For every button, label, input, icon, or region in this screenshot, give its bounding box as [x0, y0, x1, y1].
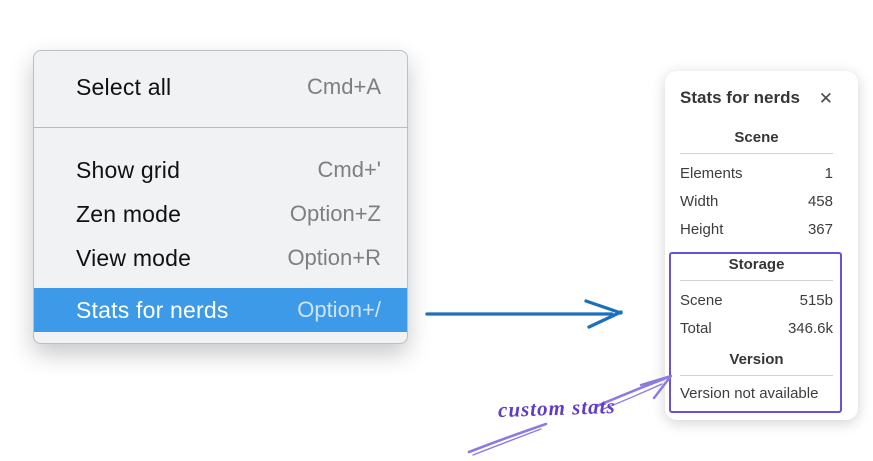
- menu-item-label: Stats for nerds: [76, 296, 229, 323]
- menu-item-select-all[interactable]: Select all Cmd+A: [34, 65, 407, 109]
- menu-item-stats-for-nerds[interactable]: Stats for nerds Option+/: [34, 288, 407, 332]
- menu-item-shortcut: Cmd+A: [307, 74, 381, 99]
- annotation-arrow-tail: [467, 422, 548, 456]
- stat-label: Width: [680, 193, 719, 210]
- connector-arrow: [425, 299, 623, 329]
- menu-item-zen-mode[interactable]: Zen mode Option+Z: [34, 192, 407, 236]
- menu-divider: [34, 127, 407, 128]
- stat-row-total-size: Total 346.6k: [680, 315, 833, 343]
- stat-value: 515b: [799, 292, 833, 309]
- stat-label: Elements: [680, 165, 743, 182]
- menu-item-shortcut: Cmd+': [317, 157, 382, 182]
- menu-group: Show grid Cmd+' Zen mode Option+Z View m…: [34, 128, 407, 332]
- menu-item-shortcut: Option+/: [297, 297, 381, 322]
- stat-label: Height: [680, 221, 724, 238]
- section-heading-version: Version: [680, 351, 833, 376]
- stat-label: Total: [680, 320, 712, 337]
- stat-row-scene-size: Scene 515b: [680, 287, 833, 315]
- stat-row-elements: Elements 1: [680, 160, 833, 188]
- menu-item-shortcut: Option+R: [287, 245, 381, 270]
- menu-item-shortcut: Option+Z: [289, 201, 381, 226]
- stats-panel-header: Stats for nerds ✕: [680, 87, 833, 109]
- menu-item-label: Select all: [76, 73, 172, 100]
- menu-item-label: Show grid: [76, 156, 181, 183]
- stat-value: 346.6k: [787, 320, 833, 337]
- menu-item-view-mode[interactable]: View mode Option+R: [34, 236, 407, 280]
- menu-item-label: Zen mode: [76, 200, 182, 227]
- stat-value: 458: [807, 193, 833, 210]
- stat-label: Scene: [680, 292, 723, 309]
- close-icon[interactable]: ✕: [818, 88, 833, 108]
- stat-row-height: Height 367: [680, 216, 833, 244]
- menu-item-label: View mode: [76, 244, 192, 271]
- section-heading-storage: Storage: [680, 256, 833, 281]
- storage-rows: Scene 515b Total 346.6k: [680, 287, 833, 343]
- stats-panel: Stats for nerds ✕ Scene Elements 1 Width…: [665, 71, 858, 420]
- stat-value: 1: [824, 165, 833, 182]
- stats-panel-title: Stats for nerds: [680, 88, 800, 107]
- section-heading-scene: Scene: [680, 129, 833, 154]
- context-menu: Select all Cmd+A Show grid Cmd+' Zen mod…: [33, 50, 408, 344]
- scene-rows: Elements 1 Width 458 Height 367: [680, 160, 833, 244]
- annotation-label: custom stats: [497, 393, 616, 423]
- version-note: Version not available: [680, 385, 819, 402]
- stat-value: 367: [807, 221, 833, 238]
- menu-item-show-grid[interactable]: Show grid Cmd+': [34, 148, 407, 192]
- stat-row-width: Width 458: [680, 188, 833, 216]
